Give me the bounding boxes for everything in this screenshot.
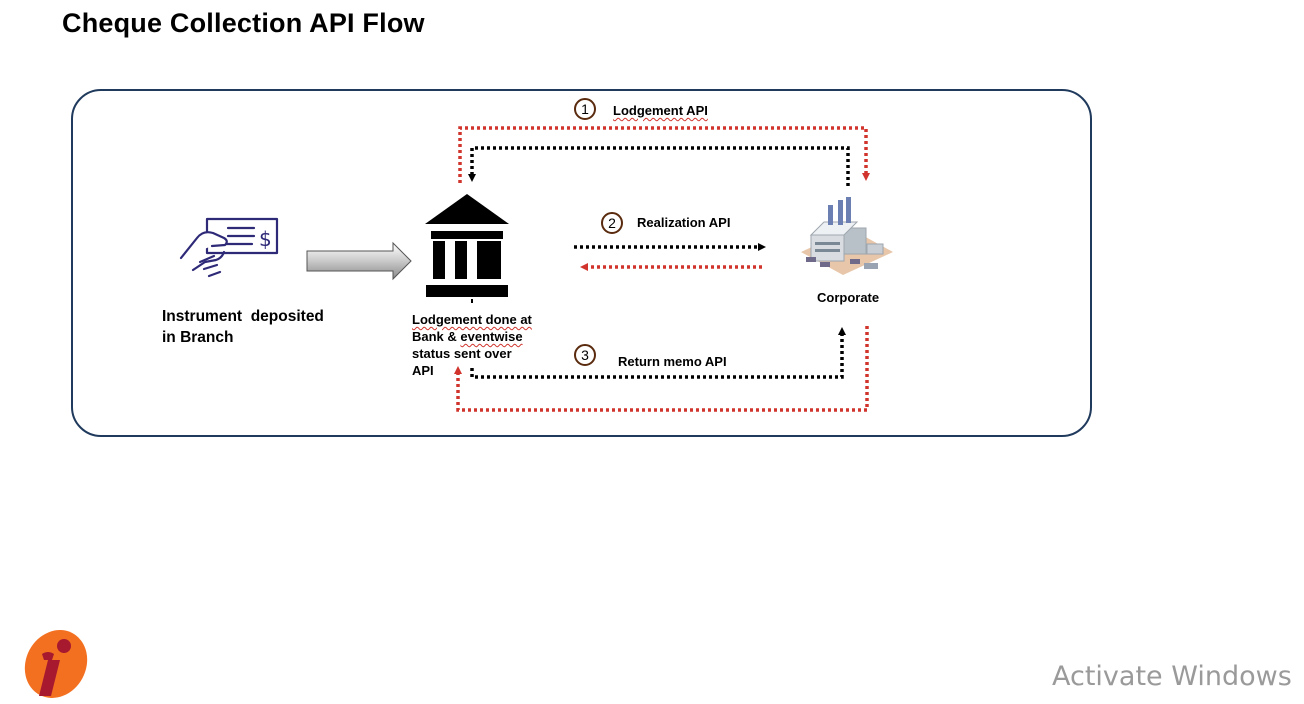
instrument-label-line2: in Branch xyxy=(162,329,234,346)
bank-label-line2-b: eventwise xyxy=(460,329,523,344)
bank-label-line1: Lodgement done at xyxy=(412,311,532,328)
step-1-label: Lodgement API xyxy=(613,102,708,119)
page-title: Cheque Collection API Flow xyxy=(62,8,425,38)
step-2-label: Realization API xyxy=(637,215,731,230)
instrument-label-line1: Instrument deposited xyxy=(162,308,324,325)
lodgement-response-arrow xyxy=(468,146,850,186)
step-3-label: Return memo API xyxy=(618,354,727,369)
bank-label-line3: status sent over xyxy=(412,346,512,361)
bank-label-line2-a: Bank & xyxy=(412,329,461,344)
step-2-number: 2 xyxy=(601,212,623,234)
bank-building-icon xyxy=(425,194,509,297)
bank-label-line1-text: Lodgement done at xyxy=(412,312,532,327)
diagram-frame xyxy=(71,89,1092,437)
bank-label-line4: API xyxy=(412,363,434,378)
step-3-number: 3 xyxy=(574,344,596,366)
svg-text:$: $ xyxy=(259,227,272,251)
bank-label: Lodgement done at Bank & eventwise statu… xyxy=(412,311,532,379)
bank-logo-i xyxy=(24,630,88,698)
hand-cheque-icon: $ xyxy=(179,217,279,278)
instrument-label: Instrument deposited in Branch xyxy=(162,306,324,348)
lodgement-request-arrow xyxy=(458,126,870,183)
activate-windows-watermark: Activate Windows xyxy=(1052,661,1292,692)
deposit-block-arrow xyxy=(306,241,412,281)
step-1-label-text: Lodgement API xyxy=(613,103,708,118)
bank-tick-mark xyxy=(471,299,473,303)
factory-icon xyxy=(801,197,893,275)
bank-label-line2: Bank & eventwise xyxy=(412,328,532,345)
return-memo-response-arrow xyxy=(454,326,869,412)
step-1-number: 1 xyxy=(574,98,596,120)
corporate-label: Corporate xyxy=(817,290,880,305)
return-memo-request-arrow xyxy=(470,327,846,379)
